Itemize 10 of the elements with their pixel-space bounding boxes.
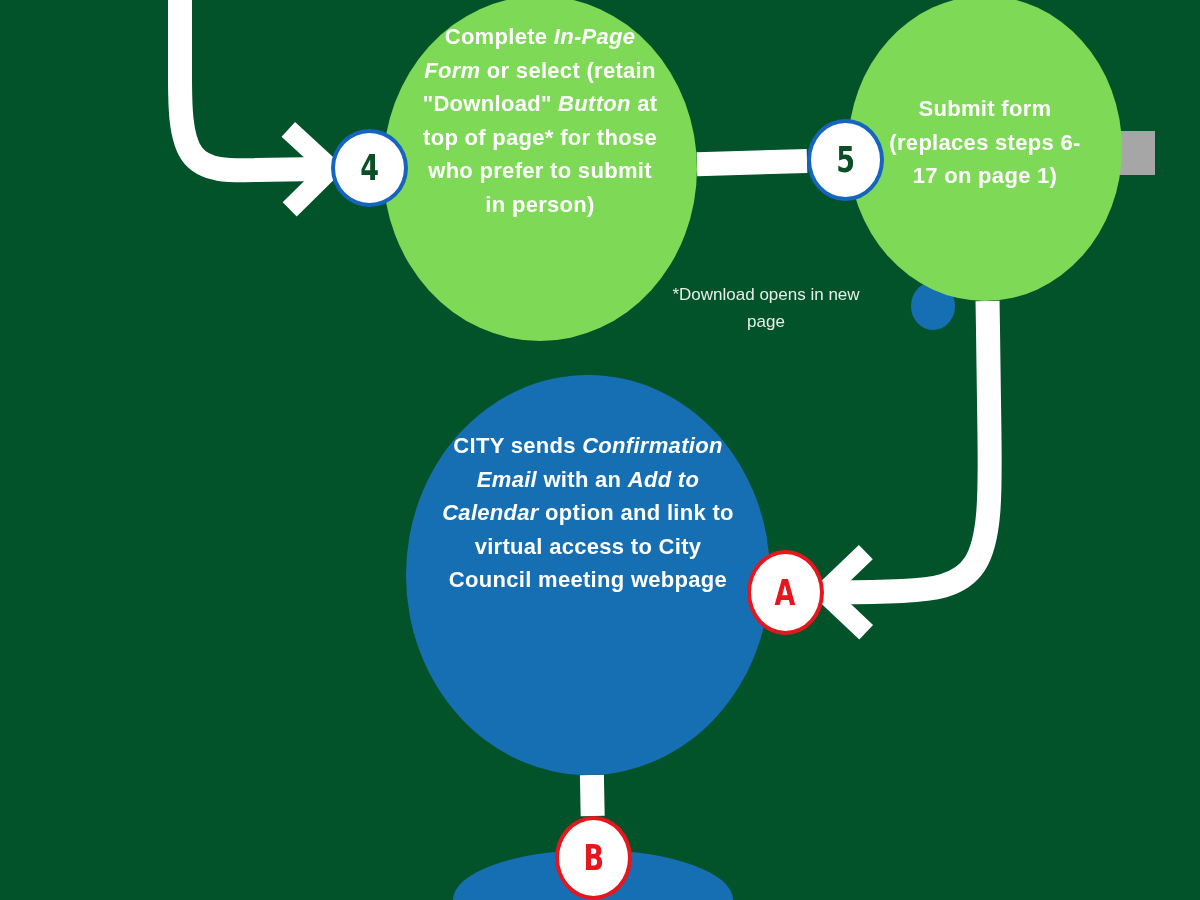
step-number: A [774, 572, 797, 613]
connector-line [579, 774, 605, 817]
connector-line [696, 149, 808, 177]
step-text: CITY sends Confirmation Email with an Add to Calendar option and link to virtual access to City Council meeting webpage [441, 432, 735, 594]
step-text: Complete In-Page Form or select (retain "Download" Button at top of page* for those who prefer to submit in person) [421, 23, 659, 219]
step-number: B [583, 838, 604, 878]
step-number: 5 [836, 140, 855, 180]
step-number: 4 [360, 148, 379, 188]
step-text: Submit form (replaces steps 6-17 on page 1) [888, 95, 1082, 190]
footnote: *Download opens in new page [671, 284, 861, 333]
